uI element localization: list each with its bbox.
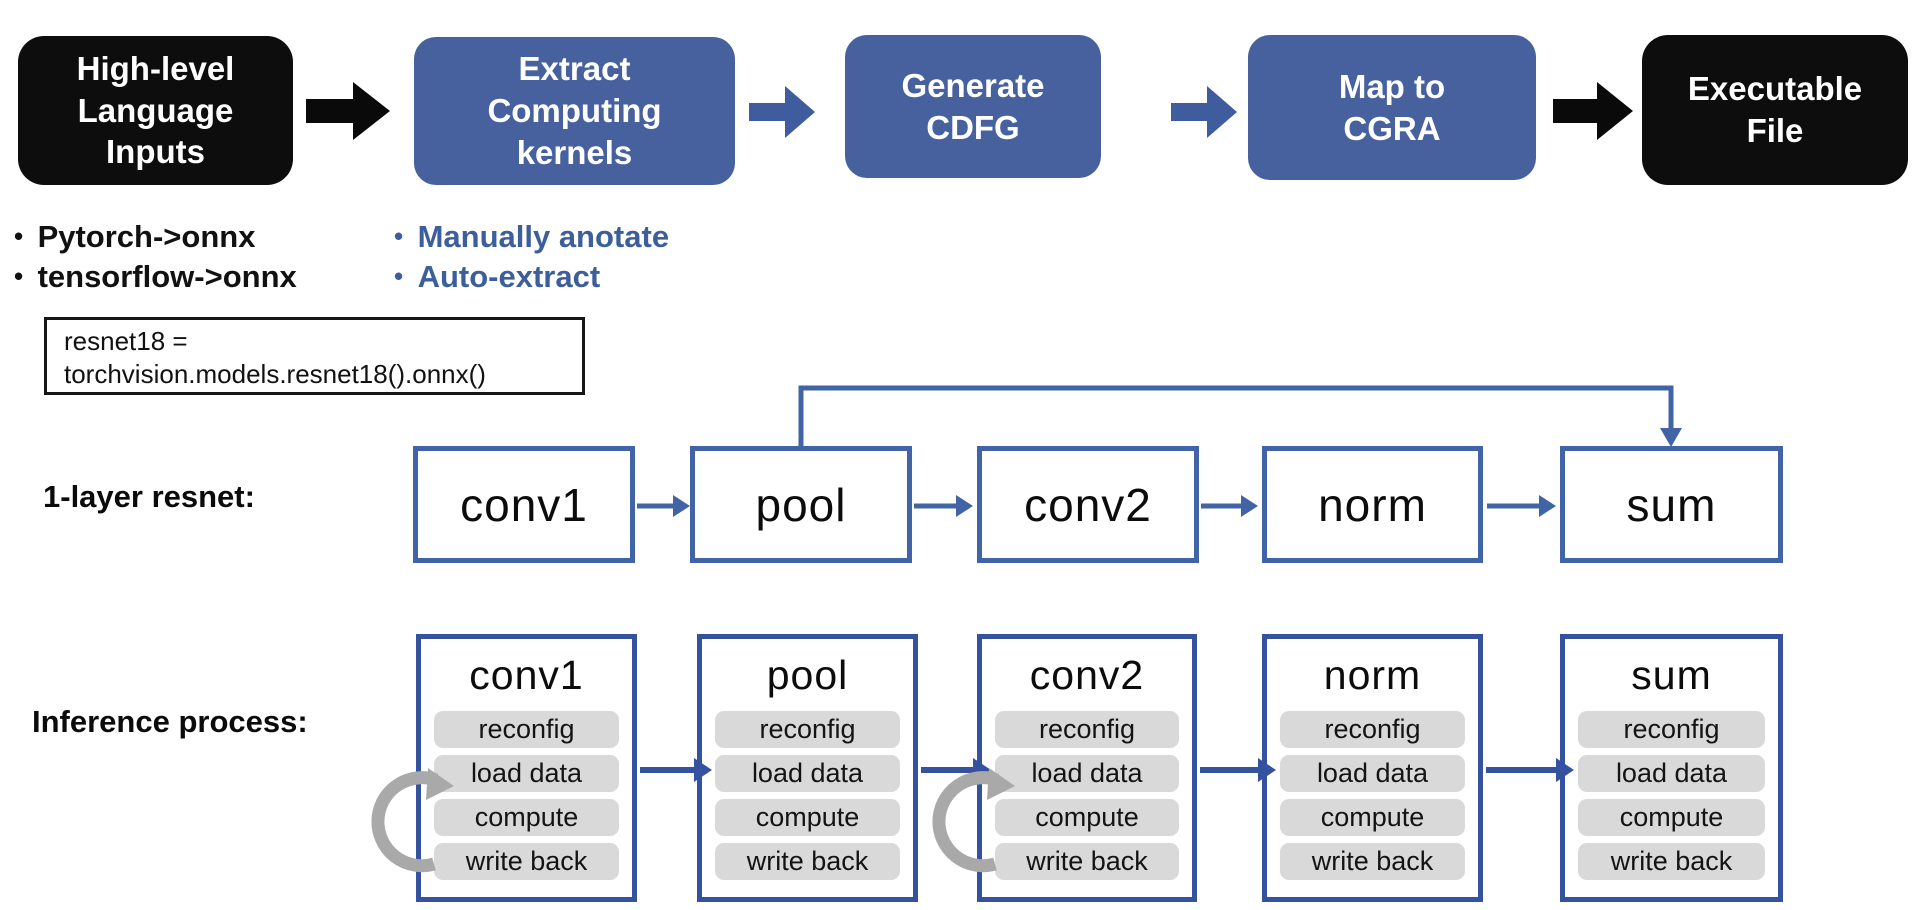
inference-node-title: norm <box>1323 651 1422 698</box>
resnet-node-conv2: conv2 <box>977 446 1199 563</box>
inference-node-sum: sum reconfig load data compute write bac… <box>1560 634 1783 902</box>
inference-node-title: conv1 <box>469 651 584 698</box>
stage-pill-load-data: load data <box>1280 755 1465 792</box>
resnet-arrow-4 <box>1487 495 1556 517</box>
stage-pill-load-data: load data <box>1578 755 1765 792</box>
code-snippet-box: resnet18 = torchvision.models.resnet18()… <box>44 317 585 395</box>
stage-pill-reconfig: reconfig <box>995 711 1179 748</box>
resnet-node-sum: sum <box>1560 446 1783 563</box>
flow-arrow-blue-2 <box>1171 86 1237 138</box>
resnet-arrow-1 <box>637 495 690 517</box>
inference-node-title: pool <box>766 651 849 698</box>
stage-pill-compute: compute <box>995 799 1179 836</box>
inference-node-pool: pool reconfig load data compute write ba… <box>697 634 918 902</box>
stage-pill-load-data: load data <box>434 755 619 792</box>
resnet-arrow-3 <box>1201 495 1258 517</box>
note-item-pytorch: Pytorch->onnx <box>14 218 297 257</box>
resnet-node-norm: norm <box>1262 446 1483 563</box>
stage-pill-compute: compute <box>434 799 619 836</box>
inference-node-title: conv2 <box>1029 651 1145 698</box>
inference-row-label: Inference process: <box>32 704 308 739</box>
stage-pill-reconfig: reconfig <box>1578 711 1765 748</box>
skip-connection-arrow <box>798 385 1682 447</box>
stage-pill-reconfig: reconfig <box>715 711 900 748</box>
resnet-row-label: 1-layer resnet: <box>43 479 255 514</box>
inference-node-title: sum <box>1631 651 1712 698</box>
stage-pill-load-data: load data <box>995 755 1179 792</box>
resnet-arrow-2 <box>914 495 973 517</box>
kernel-extraction-note: Manually anotate Auto-extract <box>394 218 670 298</box>
input-formats-note: Pytorch->onnx tensorflow->onnx <box>14 218 297 298</box>
stage-pill-write-back: write back <box>434 843 619 880</box>
pipeline-step-executable-file: Executable File <box>1642 35 1908 185</box>
stage-pill-compute: compute <box>1280 799 1465 836</box>
code-line-1: resnet18 = <box>64 326 188 356</box>
pipeline-step-generate-cdfg: Generate CDFG <box>845 35 1101 178</box>
stage-pill-write-back: write back <box>995 843 1179 880</box>
note-item-auto-extract: Auto-extract <box>394 258 669 297</box>
stage-pill-write-back: write back <box>1280 843 1465 880</box>
resnet-node-conv1: conv1 <box>413 446 635 563</box>
stage-pill-write-back: write back <box>1578 843 1765 880</box>
note-item-manually-anotate: Manually anotate <box>394 218 670 257</box>
inference-node-conv1: conv1 reconfig load data compute write b… <box>416 634 637 902</box>
note-item-tensorflow: tensorflow->onnx <box>14 258 297 297</box>
flow-arrow-black-1 <box>306 82 390 140</box>
pipeline-step-map-to-cgra: Map to CGRA <box>1248 35 1536 180</box>
inference-node-conv2: conv2 reconfig load data compute write b… <box>977 634 1197 902</box>
pipeline-step-high-level-inputs: High-level Language Inputs <box>18 36 293 185</box>
stage-pill-compute: compute <box>715 799 900 836</box>
stage-pill-compute: compute <box>1578 799 1765 836</box>
inference-node-norm: norm reconfig load data compute write ba… <box>1262 634 1483 902</box>
stage-pill-reconfig: reconfig <box>1280 711 1465 748</box>
flow-arrow-black-2 <box>1553 82 1633 140</box>
flow-arrow-blue-1 <box>749 86 815 138</box>
stage-pill-reconfig: reconfig <box>434 711 619 748</box>
resnet-node-pool: pool <box>690 446 912 563</box>
pipeline-step-extract-kernels: Extract Computing kernels <box>414 37 735 185</box>
code-line-2: torchvision.models.resnet18().onnx() <box>64 359 486 389</box>
stage-pill-write-back: write back <box>715 843 900 880</box>
stage-pill-load-data: load data <box>715 755 900 792</box>
